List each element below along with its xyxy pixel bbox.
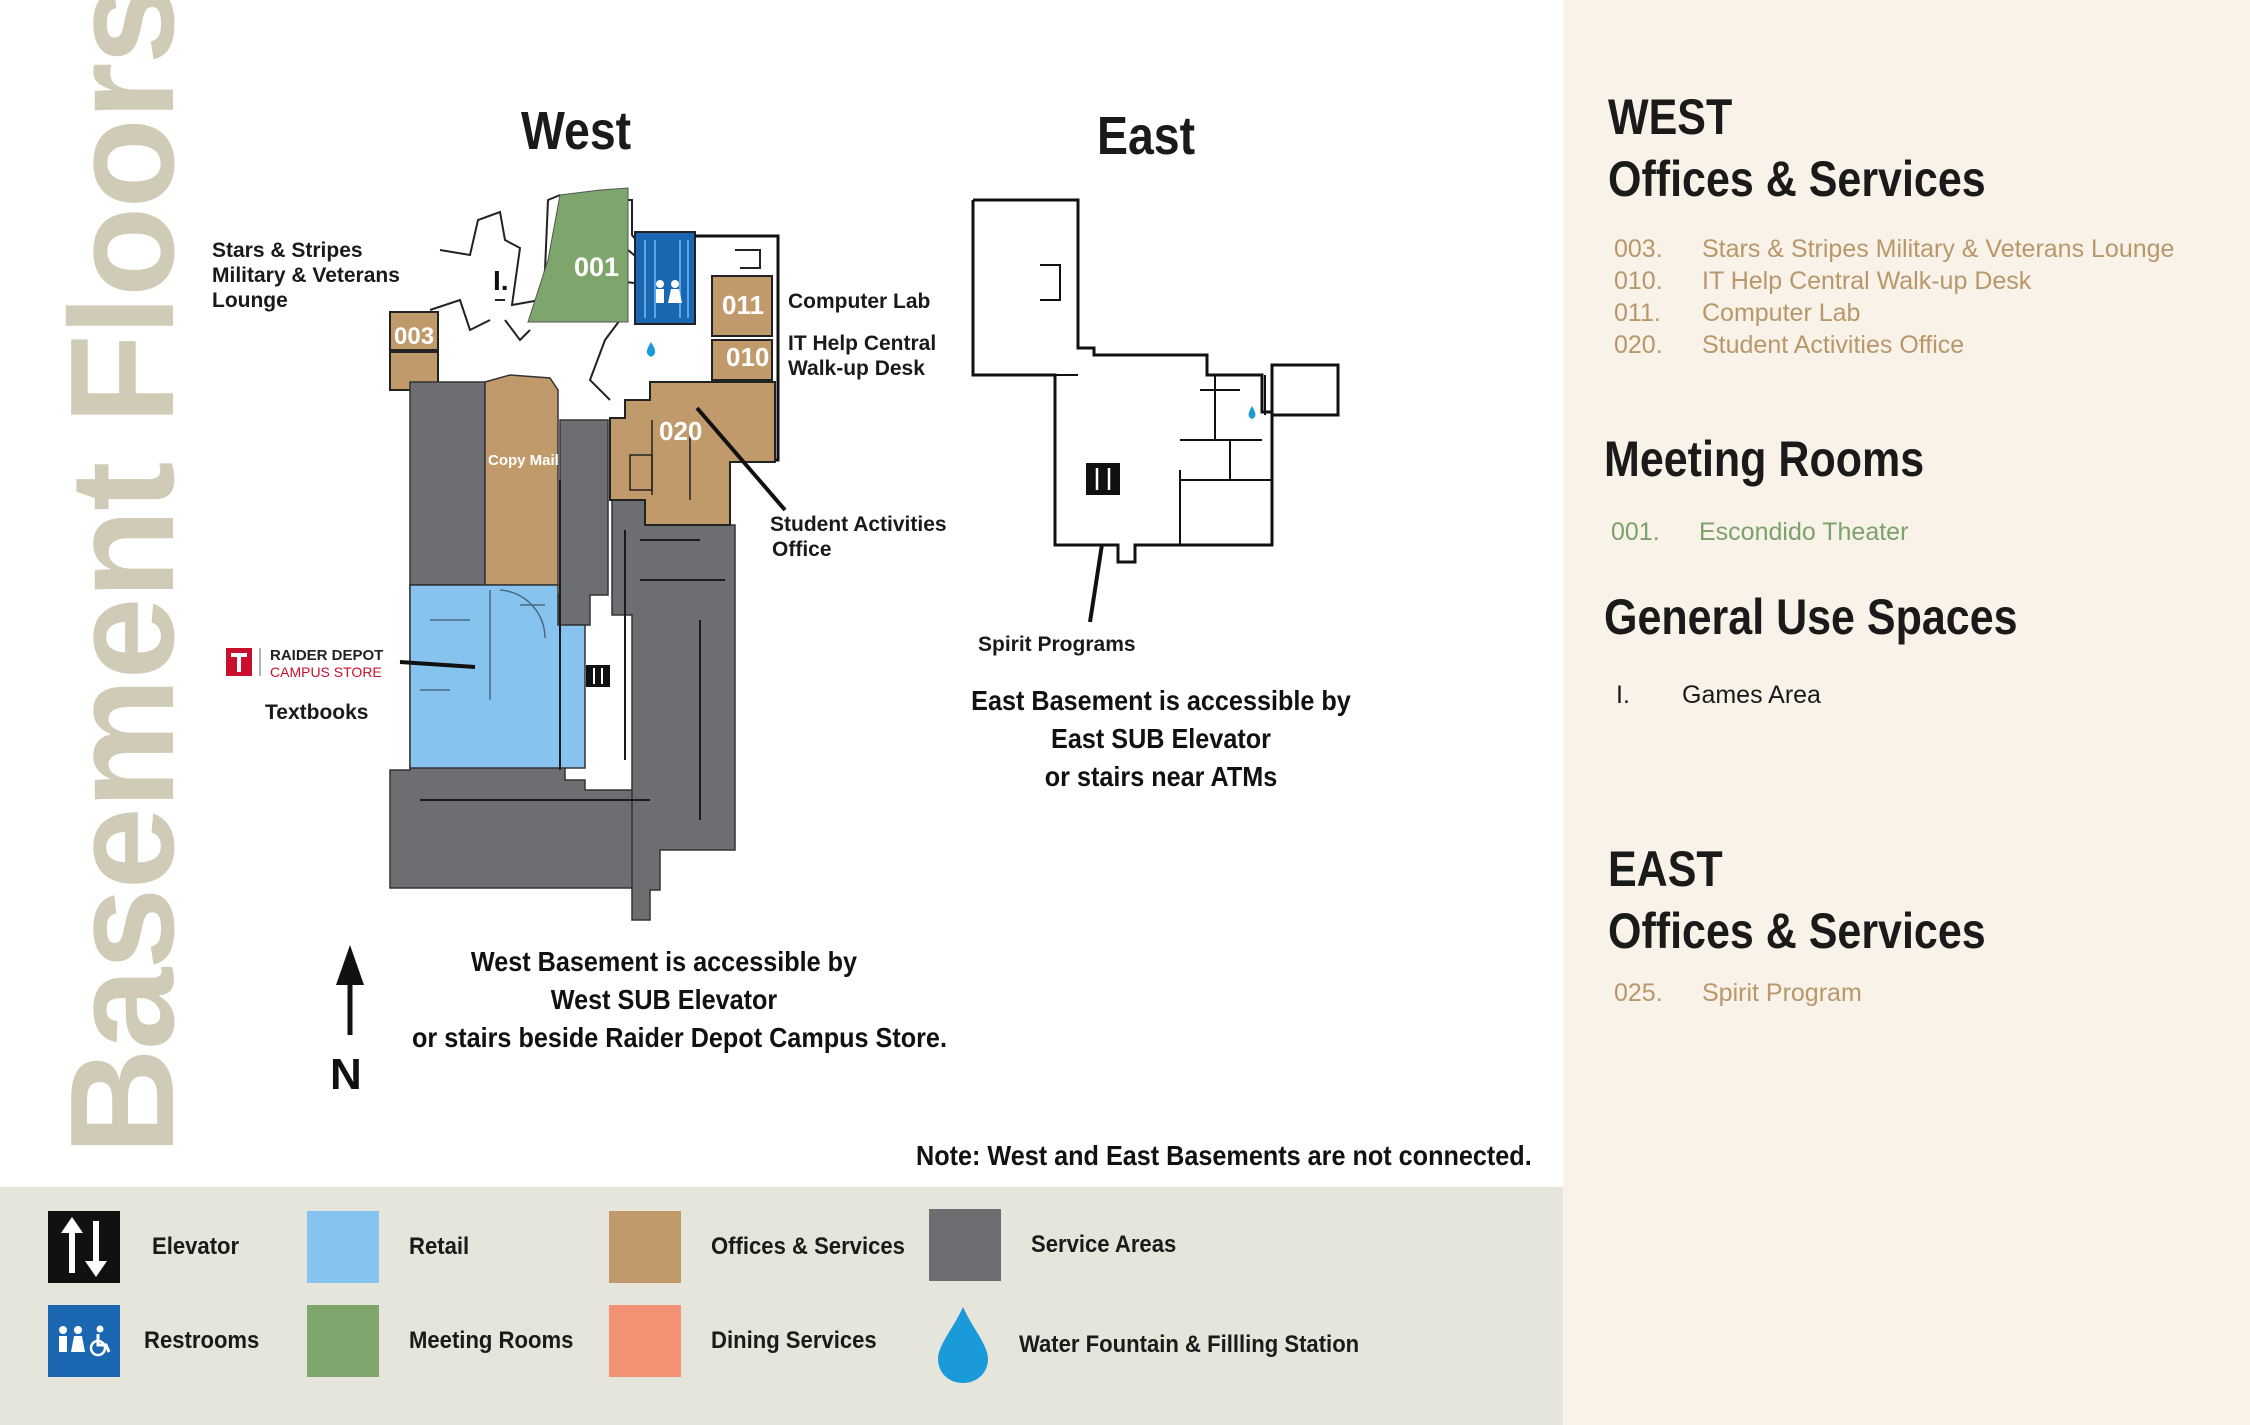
west-elevator-icon[interactable] xyxy=(586,665,610,687)
water-drop-icon xyxy=(935,1305,991,1385)
service-swatch xyxy=(929,1209,1001,1281)
restroom-stalls xyxy=(644,240,689,318)
east-elevator-icon[interactable] xyxy=(1086,463,1120,495)
room-020-label: 020 xyxy=(659,416,702,446)
list-item[interactable]: 001.Escondido Theater xyxy=(1611,518,1909,546)
legend-meeting: Meeting Rooms xyxy=(307,1305,588,1377)
east-water-fountain-icon[interactable] xyxy=(1248,406,1256,419)
list-item[interactable]: 010.IT Help Central Walk-up Desk xyxy=(1614,267,2032,295)
callout-stars-stripes: Stars & Stripes Military & Veterans Loun… xyxy=(212,239,400,312)
west-heading: West xyxy=(521,101,632,161)
west-water-fountain-icon[interactable] xyxy=(646,342,656,357)
room-011-label: 011 xyxy=(722,290,764,320)
copy-mail-area[interactable] xyxy=(484,374,559,586)
room-001-label: 001 xyxy=(574,252,619,282)
list-item[interactable]: I.Games Area xyxy=(1616,681,1821,709)
callout-computer-lab: Computer Lab xyxy=(788,290,931,313)
east-heading: East xyxy=(1097,106,1196,166)
games-area-label: I. xyxy=(493,265,509,296)
service-areas[interactable] xyxy=(389,381,736,921)
legend-offices: Offices & Services xyxy=(609,1211,922,1283)
callout-spirit-programs: Spirit Programs xyxy=(978,633,1136,656)
callout-textbooks: Textbooks xyxy=(265,701,369,724)
restroom-icon xyxy=(48,1305,120,1377)
elevator-icon xyxy=(48,1211,120,1283)
west-access-note: West Basement is accessible by West SUB … xyxy=(412,946,947,1053)
north-arrow xyxy=(336,945,364,1035)
north-label: N xyxy=(330,1050,362,1099)
raider-depot-sub: CAMPUS STORE xyxy=(270,664,382,680)
legend-elevator: Elevator xyxy=(48,1211,247,1283)
callout-student-activities: Student Activities Office xyxy=(770,513,947,561)
copy-mail-label: Copy Mail xyxy=(488,452,559,469)
list-item[interactable]: 003.Stars & Stripes Military & Veterans … xyxy=(1614,235,2175,263)
retail-swatch xyxy=(307,1211,379,1283)
restroom-icon xyxy=(656,280,682,303)
callout-it-help: IT Help Central Walk-up Desk xyxy=(788,332,937,380)
list-item[interactable]: 011.Computer Lab xyxy=(1614,299,1861,327)
room-010[interactable] xyxy=(711,339,773,381)
east-wall-outline xyxy=(971,198,1340,564)
meeting-rooms-title: Meeting Rooms xyxy=(1604,431,1925,487)
general-use-list: I.Games Area xyxy=(1616,679,1821,711)
room-001-meeting[interactable] xyxy=(527,187,629,323)
legend-dining: Dining Services xyxy=(609,1305,891,1377)
list-item[interactable]: 025.Spirit Program xyxy=(1614,979,1862,1007)
raider-depot-name: RAIDER DEPOT xyxy=(270,647,384,664)
room-003-label: 003 xyxy=(394,323,434,350)
meeting-swatch xyxy=(307,1305,379,1377)
directory-panel: WEST Offices & Services 003.Stars & Stri… xyxy=(1563,0,2250,1425)
offices-swatch xyxy=(609,1211,681,1283)
legend-service: Service Areas xyxy=(929,1209,1189,1281)
west-offices-title: WEST Offices & Services xyxy=(1608,89,1986,207)
legend-water: Water Fountain & Fillling Station xyxy=(935,1305,1389,1385)
room-010-label: 010 xyxy=(726,342,769,372)
east-offices-list: 025.Spirit Program xyxy=(1614,977,1862,1009)
general-use-title: General Use Spaces xyxy=(1604,589,2018,645)
legend-restrooms: Restrooms xyxy=(48,1305,269,1377)
retail-raider-depot[interactable] xyxy=(409,584,586,769)
room-011[interactable] xyxy=(711,275,773,337)
legend-retail: Retail xyxy=(307,1211,474,1283)
meeting-rooms-list: 001.Escondido Theater xyxy=(1611,516,1908,548)
connection-note: Note: West and East Basements are not co… xyxy=(916,1140,1532,1171)
west-offices-list: 003.Stars & Stripes Military & Veterans … xyxy=(1614,233,2174,361)
room-003[interactable] xyxy=(389,311,439,351)
map-legend: Elevator Retail Offices & Services Servi… xyxy=(0,1187,1563,1425)
raider-depot-logo xyxy=(226,648,261,676)
list-item[interactable]: 020.Student Activities Office xyxy=(1614,331,1965,359)
east-offices-title: EAST Offices & Services xyxy=(1608,841,1986,959)
east-access-note: East Basement is accessible by East SUB … xyxy=(971,685,1351,792)
dining-swatch xyxy=(609,1305,681,1377)
basement-floor-plan: 001 003 011 010 020 Copy Mail I. xyxy=(226,187,1340,1035)
